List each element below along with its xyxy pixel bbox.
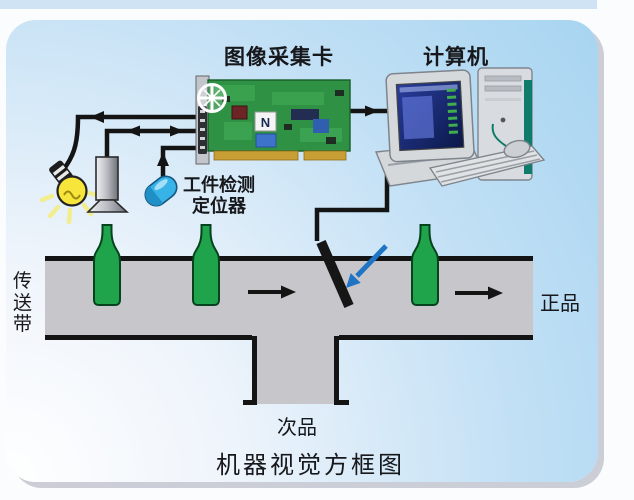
background-top-strip: [0, 0, 597, 9]
lens-flare-icon: [197, 83, 227, 113]
bottle-icon: [93, 224, 121, 306]
reject-channel: [257, 336, 334, 404]
flow-arrow-icon: [455, 286, 503, 300]
pci-edge-connector: [213, 150, 299, 161]
conveyor-belt: [45, 256, 533, 405]
capture-card-label: 图像采集卡: [224, 46, 334, 69]
bottle-icon: [192, 224, 220, 306]
computer-to-diverter-wire: [314, 153, 390, 241]
defective-product-label: 次品: [277, 417, 317, 439]
conveyor-label: 传送带: [13, 271, 33, 335]
diverter-bar-icon: [316, 239, 354, 309]
sensor-icon: [144, 175, 178, 207]
card-to-light-wire: [62, 114, 203, 171]
sensor-label-line2: 定位器: [192, 196, 246, 216]
good-product-label: 正品: [540, 293, 580, 315]
wire-arrowheads: [90, 105, 379, 166]
mouse-icon: [491, 123, 531, 159]
capture-card-icon: N: [195, 75, 351, 165]
sensor-label: 工件检测 定位器: [176, 175, 262, 217]
card-to-camera-wire: [104, 128, 203, 158]
camera-icon: [86, 156, 130, 213]
reject-pointer-icon: [346, 244, 388, 288]
sensor-label-line1: 工件检测: [183, 175, 255, 195]
computer-label: 计算机: [423, 46, 489, 69]
monitor: [385, 69, 475, 163]
computer-icon: [374, 67, 546, 187]
bottle-icon: [411, 224, 439, 306]
sensor-to-card-wire: [160, 145, 203, 181]
flow-arrow-icon: [248, 285, 296, 299]
light-bulb-icon: [39, 160, 103, 225]
diagram-caption: 机器视觉方框图: [216, 453, 405, 479]
card-logo-letter: N: [261, 115, 270, 130]
